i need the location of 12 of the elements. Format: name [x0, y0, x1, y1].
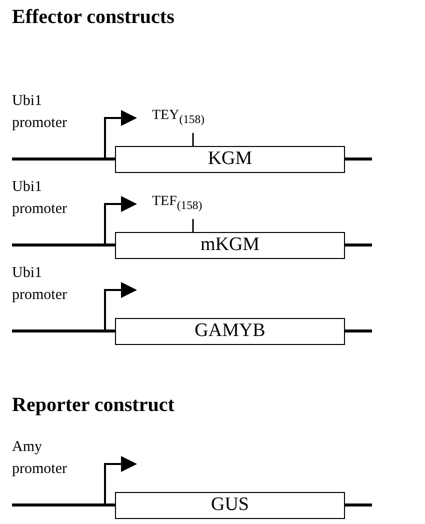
promoter-label: Ubi1 promoter — [12, 92, 68, 133]
promoter-label: Ubi1 promoter — [12, 264, 68, 305]
promoter-label: Amy promoter — [12, 438, 68, 479]
section-heading: Effector constructs — [12, 6, 174, 29]
gene-box: mKGM — [115, 232, 345, 259]
promoter-label: Ubi1 promoter — [12, 178, 68, 219]
site-label: TEF$_{(158)}$ — [152, 194, 202, 212]
gene-box: GAMYB — [115, 318, 345, 345]
gene-box: GUS — [115, 492, 345, 519]
gene-box: KGM — [115, 146, 345, 173]
site-label: TEY$_{(158)}$ — [152, 108, 204, 126]
section-heading: Reporter construct — [12, 394, 174, 417]
